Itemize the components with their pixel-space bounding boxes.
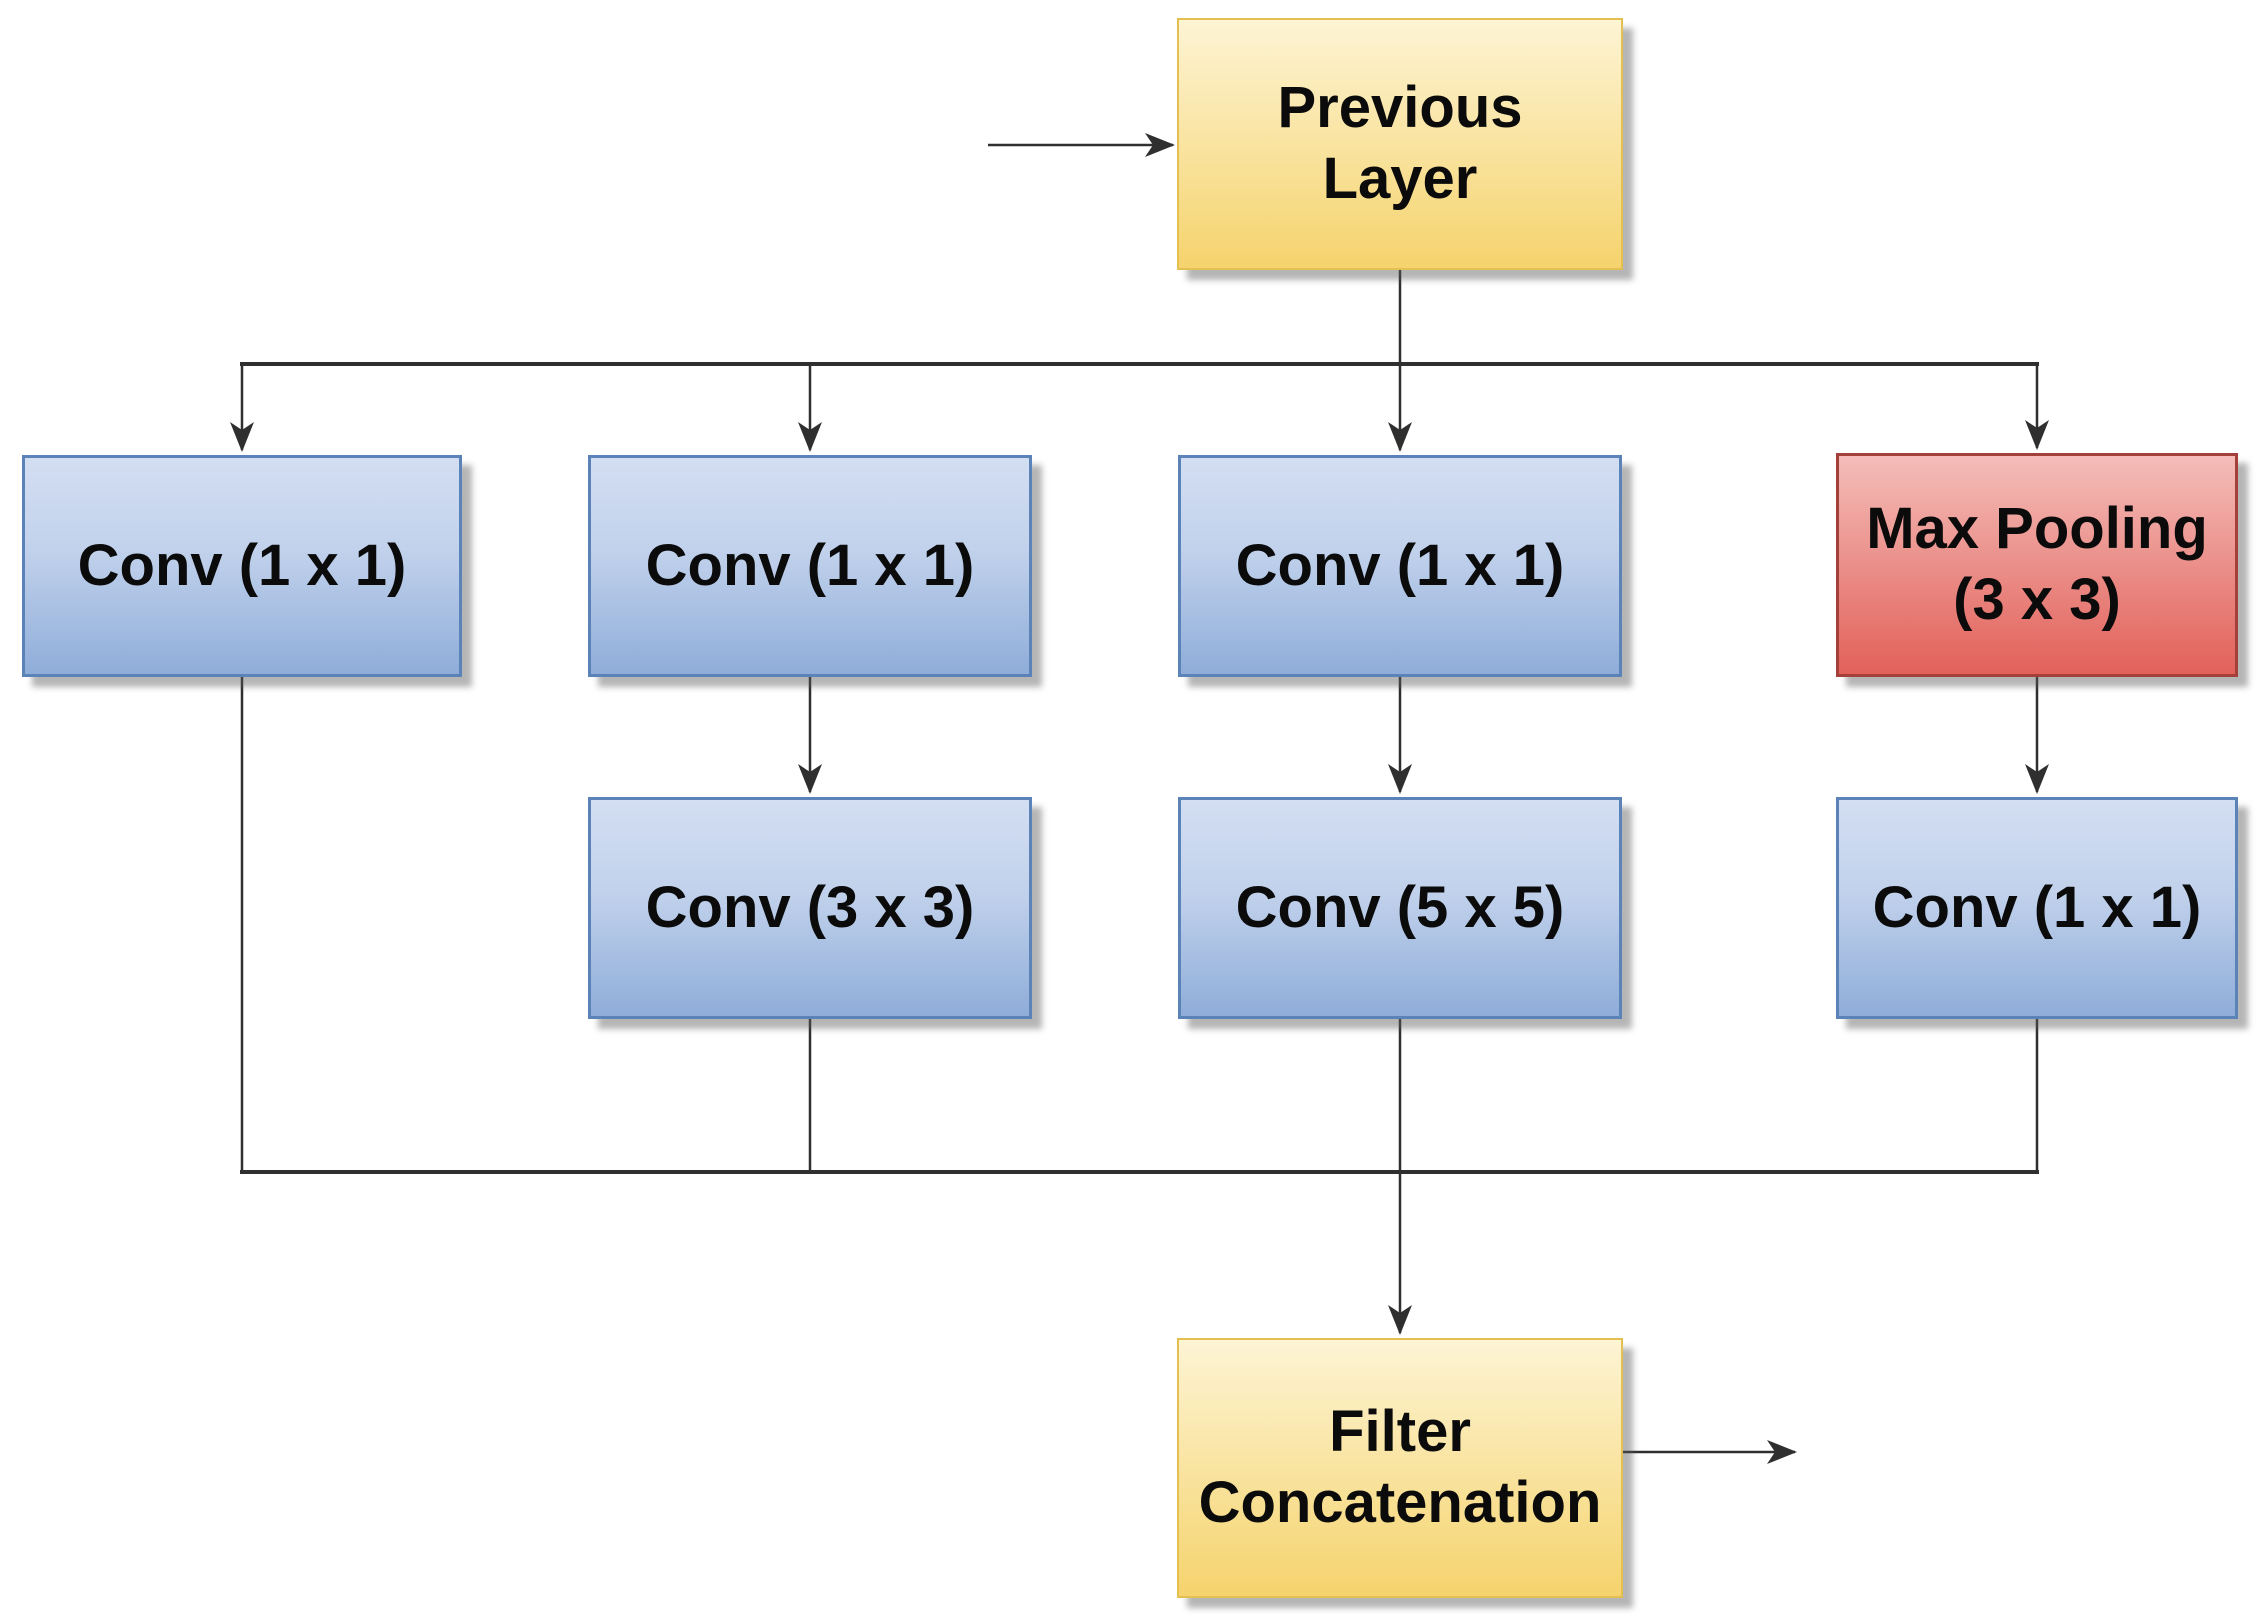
node-previous-layer-label: Previous Layer <box>1277 75 1523 211</box>
node-conv-1x1-branch3-label: Conv (1 x 1) <box>1235 532 1565 598</box>
node-conv-1x1-branch1: Conv (1 x 1) <box>22 455 462 677</box>
node-filter-concatenation-label: Filter Concatenation <box>1198 1399 1602 1535</box>
node-conv-1x1-branch2: Conv (1 x 1) <box>588 455 1032 677</box>
node-conv-1x1-branch2-label: Conv (1 x 1) <box>645 532 975 598</box>
node-conv-1x1-branch4: Conv (1 x 1) <box>1836 797 2238 1019</box>
node-conv-5x5-label: Conv (5 x 5) <box>1235 874 1565 940</box>
node-max-pooling-3x3: Max Pooling (3 x 3) <box>1836 453 2238 677</box>
node-conv-5x5: Conv (5 x 5) <box>1178 797 1622 1019</box>
node-conv-1x1-branch1-label: Conv (1 x 1) <box>77 532 407 598</box>
node-conv-1x1-branch3: Conv (1 x 1) <box>1178 455 1622 677</box>
node-filter-concatenation: Filter Concatenation <box>1177 1338 1623 1598</box>
node-conv-3x3-label: Conv (3 x 3) <box>645 874 975 940</box>
node-conv-3x3: Conv (3 x 3) <box>588 797 1032 1019</box>
node-max-pooling-3x3-label: Max Pooling (3 x 3) <box>1866 496 2208 632</box>
node-conv-1x1-branch4-label: Conv (1 x 1) <box>1872 874 2202 940</box>
node-previous-layer: Previous Layer <box>1177 18 1623 270</box>
